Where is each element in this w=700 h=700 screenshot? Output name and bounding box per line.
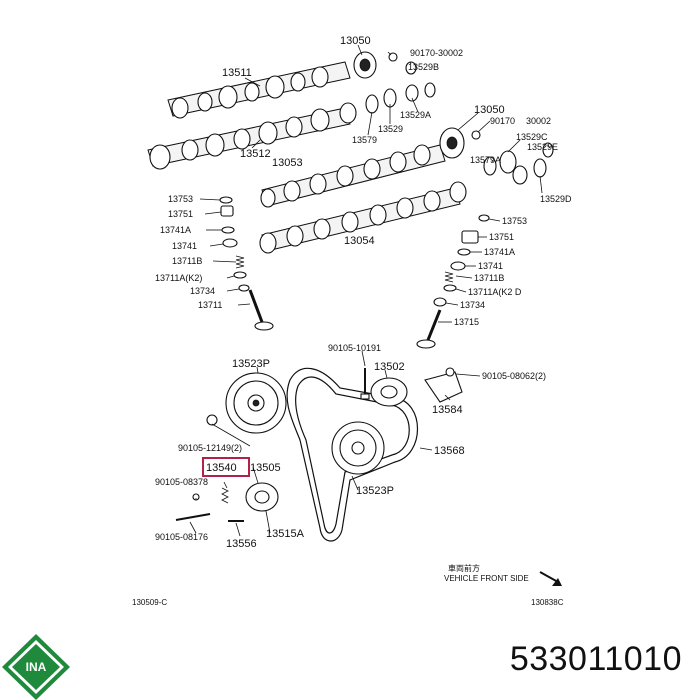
leader-lines: [189, 44, 551, 537]
camshaft-13054: [259, 181, 467, 254]
label-13751-right: 13751: [489, 232, 514, 242]
label-13053: 13053: [272, 157, 303, 169]
cam-pulley-13523p-top: [225, 372, 287, 434]
bolt-90105-10191: [360, 368, 370, 400]
cam-gear-13050-top: [353, 51, 417, 79]
bracket-13584: [424, 367, 463, 403]
label-13584: 13584: [432, 404, 463, 416]
label-13529c: 13529C: [516, 132, 548, 142]
label-13741-left: 13741: [172, 241, 197, 251]
label-13711-left: 13711: [198, 300, 222, 310]
label-13529a-top: 13529A: [400, 110, 431, 120]
label-13741a-left: 13741A: [160, 225, 191, 235]
label-13741a-right: 13741A: [484, 247, 515, 257]
bolts-lower: [175, 414, 244, 522]
label-90105-10191: 90105-10191: [328, 343, 381, 353]
cam-gear-13050-right: [439, 127, 554, 185]
label-90170-right-a: 90170: [490, 116, 515, 126]
label-13711b-right: 13711B: [474, 273, 504, 283]
valve-stack-right: [416, 214, 490, 349]
label-13050-right: 13050: [474, 104, 505, 116]
label-90105-08176: 90105-08176: [155, 532, 208, 542]
label-13711ak-right: 13711A(K2 D: [468, 287, 522, 297]
label-13711b-left: 13711B: [172, 256, 202, 266]
label-13505: 13505: [250, 462, 281, 474]
diagram-code-right: 130838C: [531, 598, 564, 607]
label-90105-08378: 90105-08378: [155, 477, 208, 487]
label-13741-right: 13741: [478, 261, 503, 271]
camshaft-13053: [260, 144, 446, 208]
label-90105-08062: 90105-08062(2): [482, 371, 546, 381]
label-13753-right: 13753: [502, 216, 527, 226]
vehicle-front-jp: 車両前方: [448, 563, 480, 573]
camshaft-13511: [167, 61, 351, 119]
label-13753-left: 13753: [168, 194, 193, 204]
label-13540: 13540: [206, 462, 237, 474]
label-13502: 13502: [374, 361, 405, 373]
label-13711ak-left: 13711A(K2): [155, 273, 202, 283]
label-13529-top: 13529: [378, 124, 403, 134]
label-90105-12149: 90105-12149(2): [178, 443, 242, 453]
valve-stack-left: [219, 196, 274, 331]
label-13579-top: 13579: [352, 135, 377, 145]
label-13579a: 13579A: [470, 155, 501, 165]
crank-pulley-13523p-bottom: [331, 421, 385, 475]
label-13523p-top: 13523P: [232, 358, 270, 370]
idler-13502: [370, 377, 408, 407]
highlight-13540: [202, 457, 250, 477]
label-13715: 13715: [454, 317, 479, 327]
label-13050-top: 13050: [340, 35, 371, 47]
tensioner-13505: [245, 482, 279, 512]
ina-logo-text: INA: [26, 660, 47, 674]
label-13529b-top: 13529B: [408, 62, 439, 72]
tensioner-spring-13540: [221, 487, 229, 504]
label-13523p-bottom: 13523P: [356, 485, 394, 497]
label-90170-right-b: 30002: [526, 116, 551, 126]
diagram-code-left: 130509-C: [132, 598, 167, 607]
label-90170-top: 90170-30002: [410, 48, 463, 58]
label-13529d: 13529D: [540, 194, 572, 204]
vehicle-front-en: VEHICLE FRONT SIDE: [444, 574, 529, 583]
label-13734-right: 13734: [460, 300, 485, 310]
callout-labels: 13050 90170-30002 13529B 13511 13529A 13…: [132, 35, 572, 607]
camshaft-13512: [147, 82, 436, 170]
timing-belt-13568: [286, 367, 418, 542]
label-13556: 13556: [226, 538, 257, 550]
label-13515a: 13515A: [266, 528, 305, 540]
label-13568: 13568: [434, 445, 465, 457]
label-13511: 13511: [222, 67, 252, 79]
label-13512: 13512: [240, 148, 271, 160]
vehicle-front-arrow-icon: [539, 571, 562, 586]
label-13054: 13054: [344, 235, 375, 247]
label-13751-left: 13751: [168, 209, 193, 219]
label-13734-left: 13734: [190, 286, 215, 296]
ina-logo-icon: INA: [2, 634, 70, 700]
part-number: 533011010: [509, 640, 682, 678]
label-13529e: 13529E: [527, 142, 558, 152]
